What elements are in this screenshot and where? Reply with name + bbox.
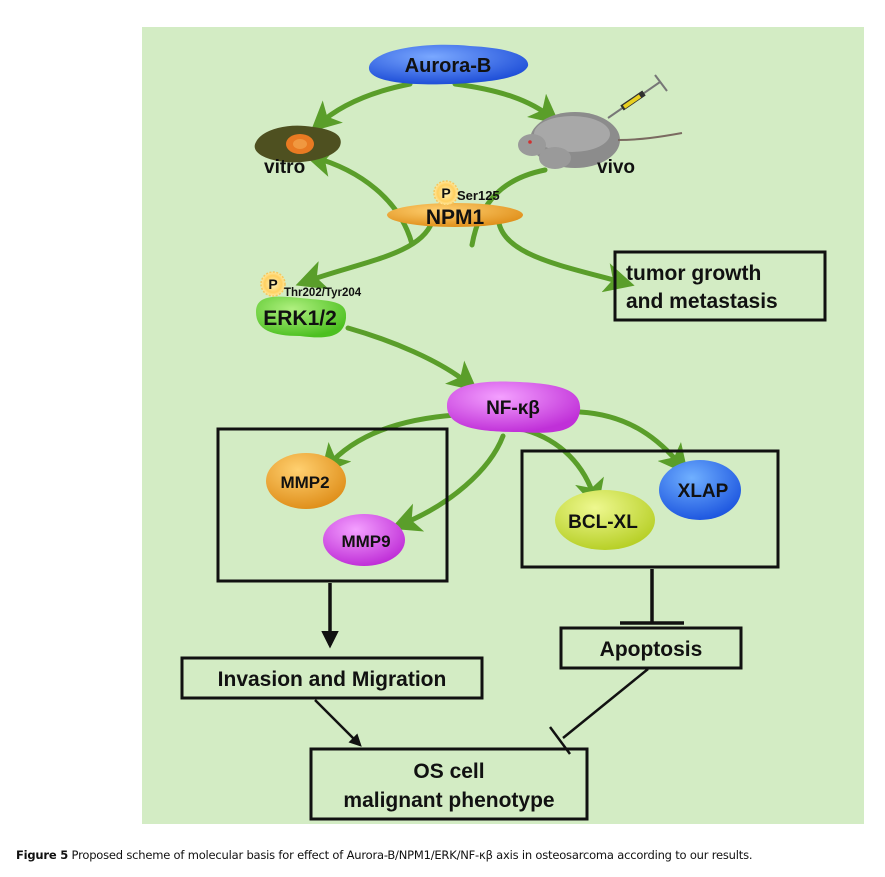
vivo-label: vivo [597,157,635,178]
apoptosis-box: Apoptosis [559,626,743,670]
npm1-label: NPM1 [426,206,485,229]
svg-text:MMP9: MMP9 [341,532,390,551]
arrow-aurora-to-vitro [310,81,413,132]
nfkb-label: NF-κβ [486,398,540,419]
erk-site-label: Thr202/Tyr204 [284,287,362,299]
svg-text:Invasion and Migration: Invasion and Migration [218,668,447,691]
tumor-growth-box: tumor growth and metastasis [613,250,827,322]
node-bclxl: BCL-XL [555,490,655,550]
figure-caption: Figure 5 Proposed scheme of molecular ba… [16,848,753,862]
caption-text: Proposed scheme of molecular basis for e… [68,848,753,862]
anti-apoptosis-group-box [520,449,780,569]
caption-label: Figure 5 [16,848,69,862]
node-erk: ERK1/2 [256,296,347,338]
svg-text:BCL-XL: BCL-XL [568,512,638,533]
arrow-nfkb-to-bclxl [522,427,604,510]
invasion-migration-box: Invasion and Migration [180,656,484,700]
arrow-vivo-to-npm1 [469,167,548,248]
arrow-erk-to-nfkb [345,325,478,392]
node-aurora-b: Aurora-B [368,44,529,85]
svg-text:MMP2: MMP2 [280,473,329,492]
svg-text:P: P [441,185,450,201]
arrow-nfkb-to-mmp9 [390,433,506,532]
svg-text:XLAP: XLAP [678,481,729,502]
node-npm1: NPM1 [387,203,523,229]
svg-text:tumor growth: tumor growth [626,262,761,285]
cell-icon [254,125,341,163]
svg-text:Apoptosis: Apoptosis [600,638,703,661]
arrow-npm1-to-erk [295,219,435,290]
node-nfkb: NF-κβ [446,381,581,433]
mouse-icon [518,112,683,169]
arrow-aurora-to-vivo [452,81,560,125]
arrow-npm1-to-tumor [495,212,635,293]
mmp-group-box [216,427,449,583]
os-phenotype-box: OS cell malignant phenotype [309,747,589,821]
svg-text:P: P [268,276,277,292]
svg-text:malignant phenotype: malignant phenotype [343,789,554,812]
svg-text:OS cell: OS cell [413,760,484,783]
npm1-site-label: Ser125 [457,188,500,203]
node-xlap: XLAP [659,460,741,520]
phospho-icon: P [260,271,286,297]
node-mmp2: MMP2 [266,453,346,509]
inhibit-line-apoptosis-to-os [562,668,649,739]
arrow-invasion-to-os [314,699,362,747]
vitro-label: vitro [264,157,305,178]
arrow-nfkb-to-mmp2 [320,412,458,475]
phospho-icon: P [433,180,459,206]
aurora-b-label: Aurora-B [405,55,492,77]
arrow-npm1-to-vitro [303,147,415,247]
erk-label: ERK1/2 [263,307,337,330]
syringe-icon [607,74,668,119]
arrow-nfkb-to-xlap [577,409,689,475]
node-mmp9: MMP9 [323,514,405,566]
svg-text:and metastasis: and metastasis [626,290,778,313]
